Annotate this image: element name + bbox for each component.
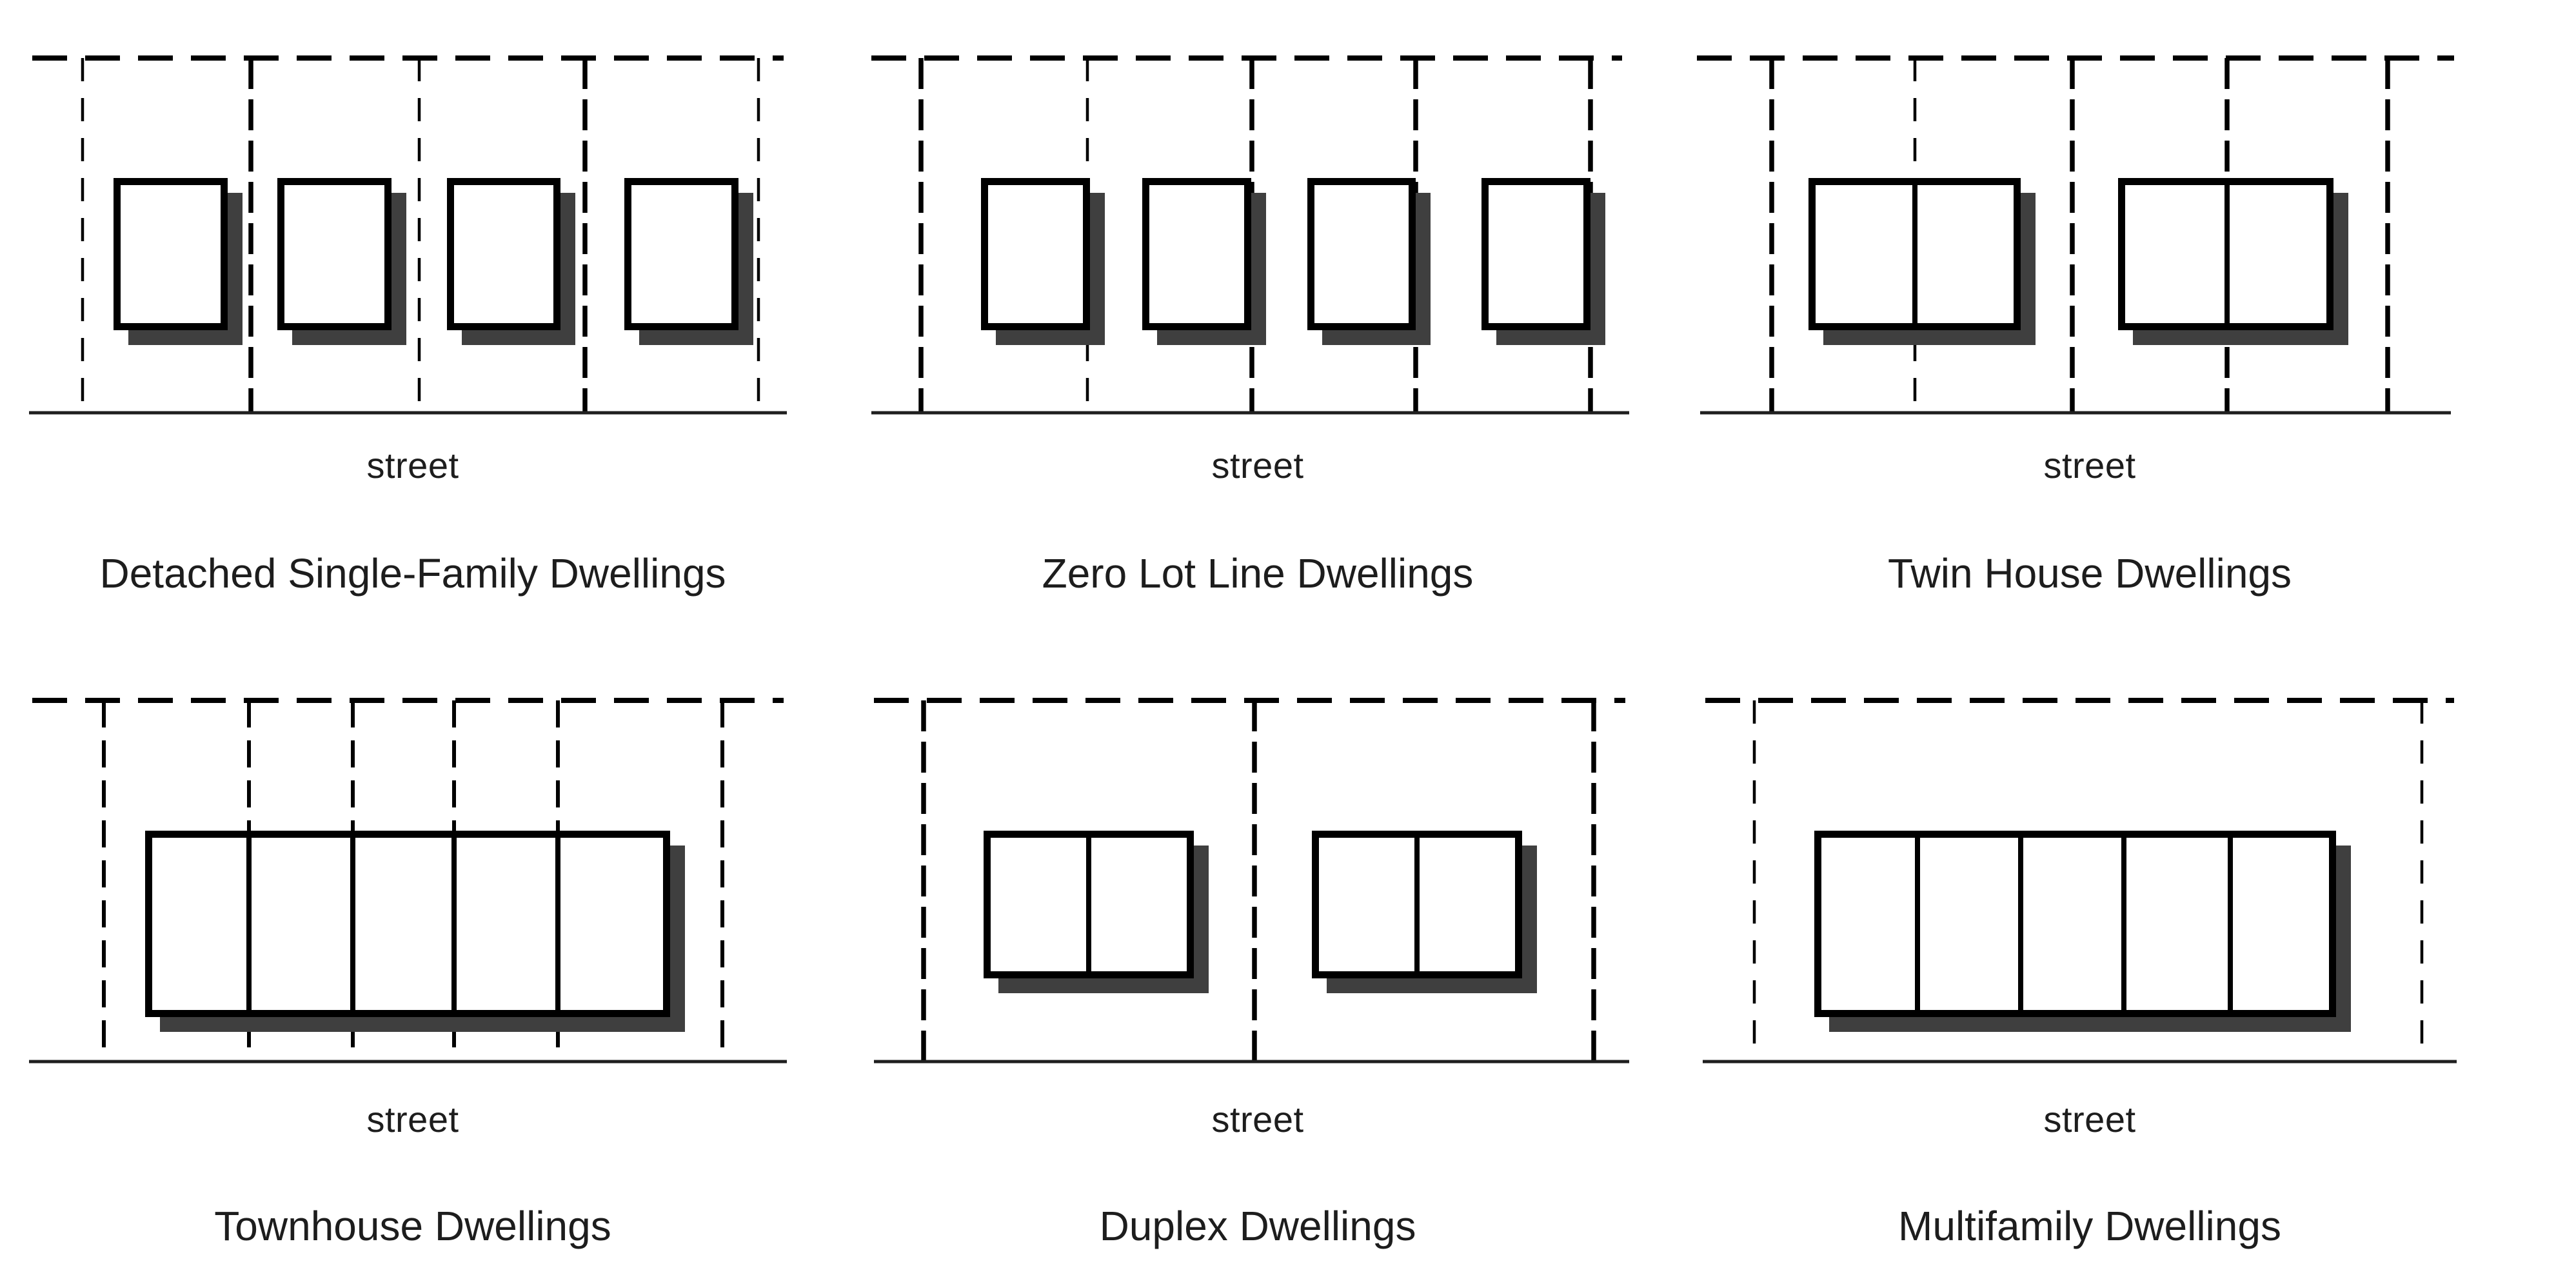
panel-caption: Zero Lot Line Dwellings	[1042, 550, 1474, 597]
diagram-twin-house	[1697, 55, 2454, 415]
panel-caption: Duplex Dwellings	[1099, 1203, 1416, 1249]
building	[1307, 178, 1416, 330]
street-label: street	[1211, 1099, 1304, 1140]
street-label: street	[2043, 1099, 2136, 1140]
building	[1481, 178, 1590, 330]
building	[1142, 178, 1251, 330]
panel-caption: Multifamily Dwellings	[1898, 1203, 2281, 1249]
diagram-duplex	[874, 698, 1629, 1063]
building	[145, 831, 670, 1017]
building	[447, 178, 560, 330]
building	[277, 178, 391, 330]
street-label: street	[2043, 445, 2136, 486]
diagram-townhouse	[29, 698, 787, 1063]
building	[114, 178, 228, 330]
building	[624, 178, 738, 330]
panel-caption: Townhouse Dwellings	[214, 1203, 611, 1249]
street-label: street	[366, 1099, 459, 1140]
building	[1814, 831, 2336, 1017]
street-label: street	[366, 445, 459, 486]
diagram-multifamily	[1703, 698, 2457, 1063]
panel-caption: Twin House Dwellings	[1887, 550, 2292, 597]
diagram-zero-lot-line	[871, 55, 1629, 415]
street-label: street	[1211, 445, 1304, 486]
building	[981, 178, 1090, 330]
panel-caption: Detached Single-Family Dwellings	[99, 550, 726, 597]
diagram-detached-single-family	[29, 55, 787, 415]
